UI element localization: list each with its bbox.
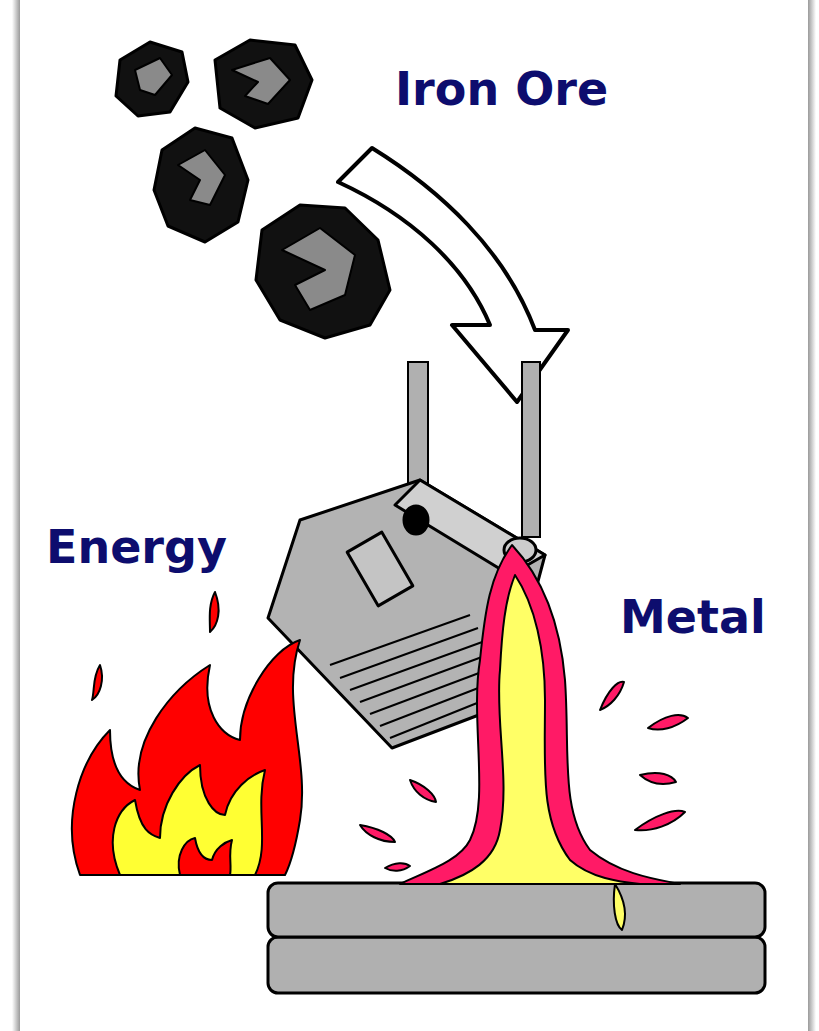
ladle-bar [522,362,540,537]
page-border [808,0,816,1031]
flame [72,592,302,875]
label-text: Energy [46,524,227,570]
metal-slab [268,883,765,993]
label-text: Iron Ore [395,66,608,112]
label-text: Metal [620,594,766,640]
page-border [12,0,20,1031]
